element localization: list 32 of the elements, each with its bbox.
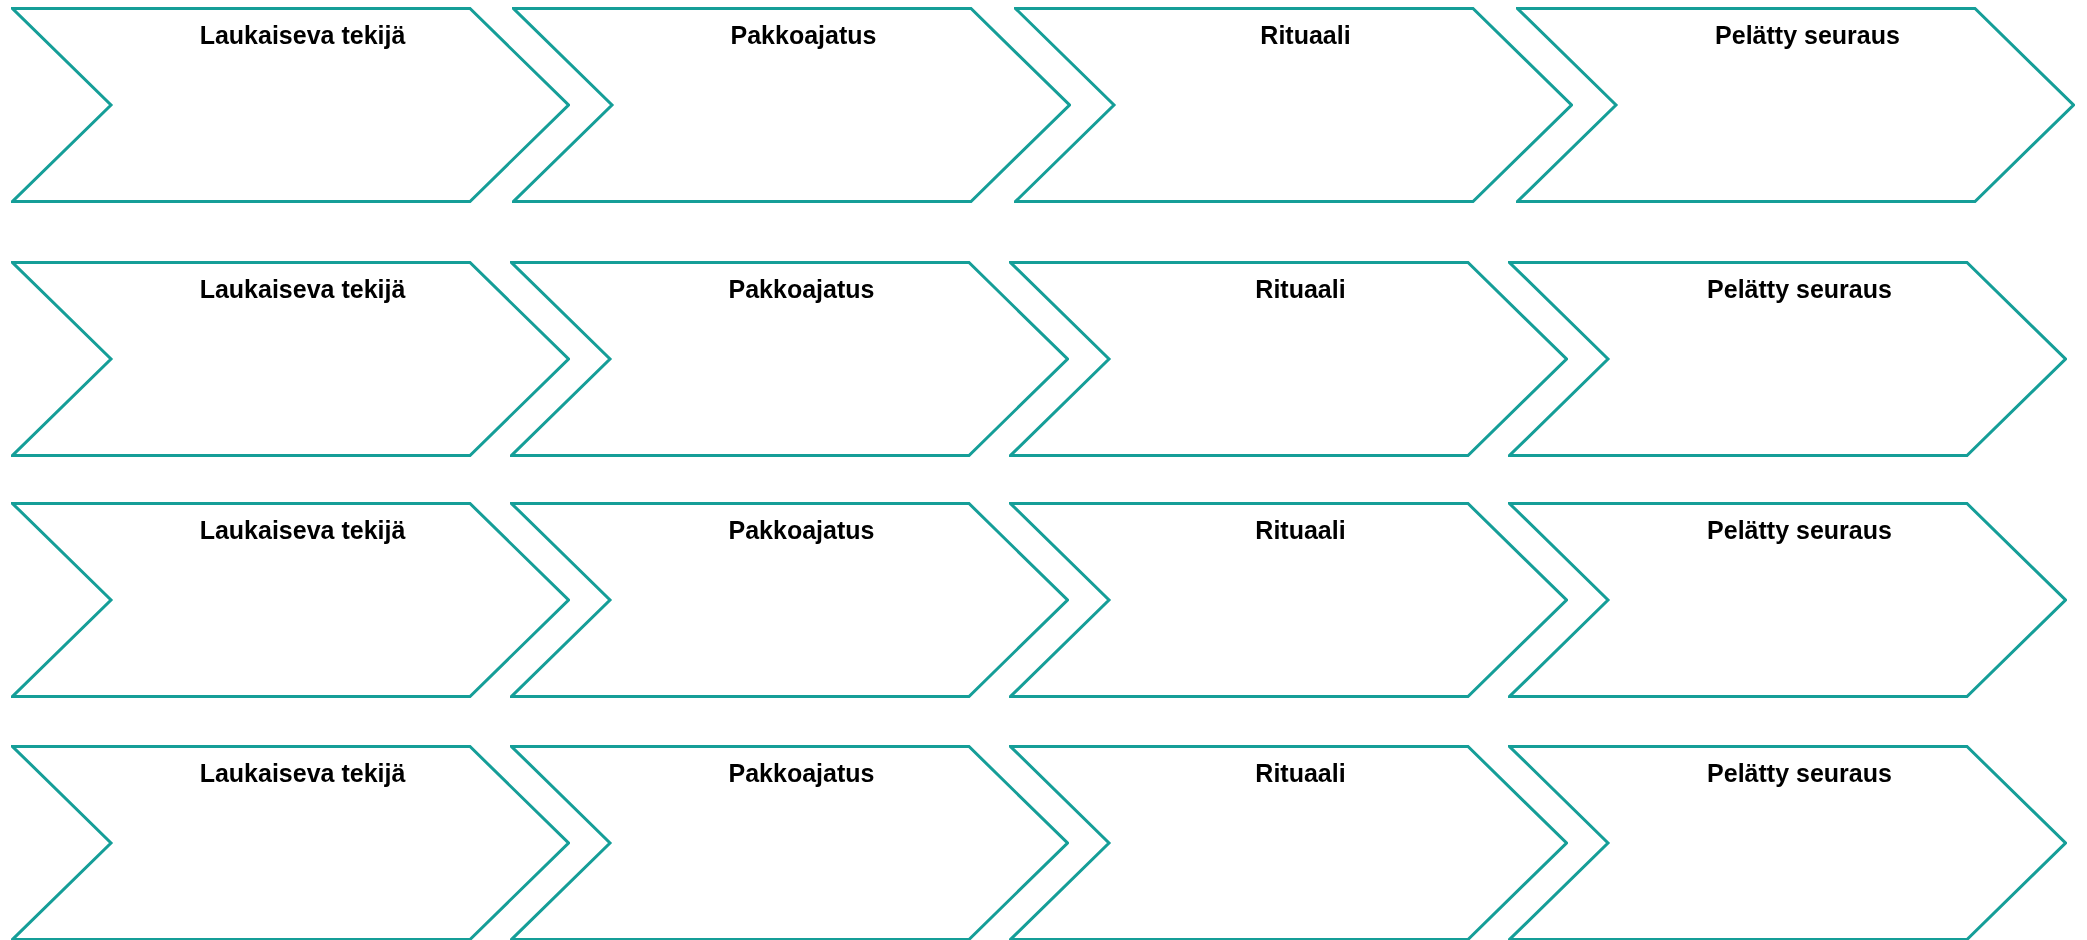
chevron-step (1508, 261, 2067, 457)
chevron-step (1009, 502, 1568, 698)
chevron-step (11, 7, 570, 203)
step-label: Laukaiseva tekijä (199, 21, 406, 50)
step-label: Pakkoajatus (728, 516, 875, 545)
chevron-step (510, 261, 1069, 457)
step-label: Laukaiseva tekijä (199, 759, 406, 788)
chevron-step (1508, 502, 2067, 698)
chevron-step (1009, 261, 1568, 457)
step-label: Rituaali (1260, 21, 1351, 50)
chevron-step (11, 502, 570, 698)
step-label: Rituaali (1255, 516, 1346, 545)
step-label: Pelätty seuraus (1715, 21, 1900, 50)
chevron-step (1009, 745, 1568, 940)
chevron-step (11, 261, 570, 457)
chevron-step (11, 745, 570, 940)
chevron-step (512, 7, 1071, 203)
chevron-step (1516, 7, 2075, 203)
step-label: Pakkoajatus (728, 275, 875, 304)
step-label: Rituaali (1255, 275, 1346, 304)
step-label: Pelätty seuraus (1707, 275, 1892, 304)
step-label: Pelätty seuraus (1707, 759, 1892, 788)
step-label: Rituaali (1255, 759, 1346, 788)
step-label: Laukaiseva tekijä (199, 275, 406, 304)
chevron-step (510, 502, 1069, 698)
step-label: Laukaiseva tekijä (199, 516, 406, 545)
chevron-step (1508, 745, 2067, 940)
step-label: Pakkoajatus (728, 759, 875, 788)
step-label: Pelätty seuraus (1707, 516, 1892, 545)
chevron-step (510, 745, 1069, 940)
chevron-step (1014, 7, 1573, 203)
step-label: Pakkoajatus (730, 21, 877, 50)
